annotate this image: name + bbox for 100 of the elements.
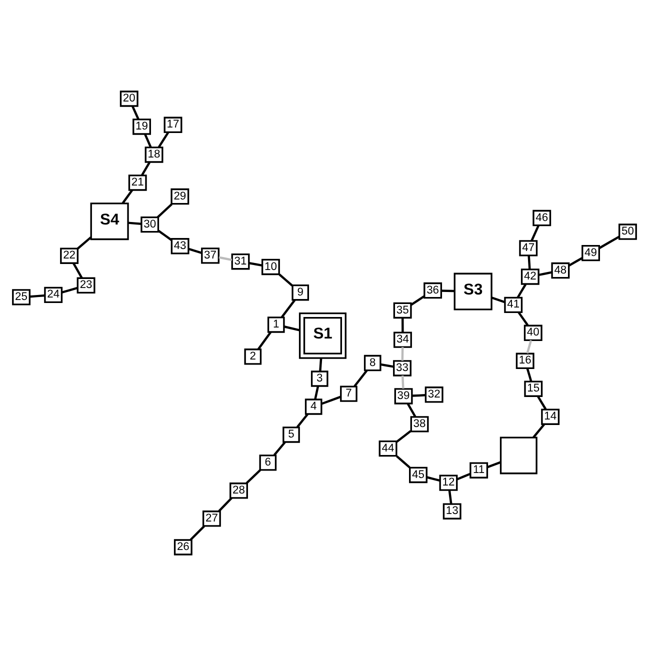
connector bbox=[132, 106, 140, 120]
connector bbox=[30, 294, 45, 298]
node-box: 47 bbox=[519, 240, 538, 256]
connector bbox=[486, 461, 501, 468]
connector bbox=[401, 376, 404, 389]
connector bbox=[190, 525, 205, 541]
connector bbox=[530, 225, 540, 242]
node-box: 25 bbox=[12, 289, 31, 306]
node-box: S1 bbox=[298, 312, 346, 359]
node-box: 1 bbox=[267, 316, 285, 333]
connector bbox=[273, 441, 286, 456]
node-box: 22 bbox=[60, 248, 79, 264]
node-box: 17 bbox=[164, 116, 182, 133]
connector bbox=[354, 370, 368, 388]
node-box: 35 bbox=[393, 302, 412, 319]
node-box: 5 bbox=[282, 426, 300, 443]
connector bbox=[568, 257, 583, 267]
connector bbox=[598, 236, 620, 250]
node-box: 10 bbox=[261, 258, 280, 276]
node-box: 30 bbox=[140, 216, 160, 233]
connector bbox=[380, 363, 394, 368]
connector bbox=[72, 262, 83, 279]
node-box: 11 bbox=[470, 462, 488, 478]
connector bbox=[491, 296, 506, 304]
node-box: 14 bbox=[541, 408, 560, 425]
node-box: 12 bbox=[439, 474, 458, 491]
connector bbox=[526, 368, 532, 382]
node-box: 44 bbox=[378, 440, 398, 457]
connector bbox=[516, 284, 527, 298]
connector bbox=[518, 312, 529, 326]
connector bbox=[144, 134, 152, 148]
node-box: 8 bbox=[364, 354, 382, 372]
connector bbox=[441, 290, 455, 292]
node-box: 39 bbox=[394, 388, 413, 404]
connector bbox=[249, 262, 262, 267]
connector bbox=[396, 430, 412, 443]
connector bbox=[218, 256, 232, 262]
node-box: S3 bbox=[454, 272, 492, 310]
node-box: 48 bbox=[551, 262, 570, 279]
connector bbox=[456, 472, 471, 480]
connector bbox=[426, 476, 440, 482]
connector bbox=[61, 286, 78, 294]
node-box: 29 bbox=[170, 188, 190, 205]
node-box: 46 bbox=[532, 210, 552, 226]
node-box: 37 bbox=[201, 248, 220, 264]
connector bbox=[284, 326, 300, 332]
connector bbox=[218, 497, 232, 512]
node-box: 19 bbox=[132, 118, 151, 135]
node-box: 41 bbox=[504, 296, 523, 314]
node-box: 15 bbox=[524, 380, 543, 397]
node-box: 23 bbox=[76, 277, 96, 294]
node-box: 38 bbox=[410, 416, 429, 432]
node-box: 24 bbox=[44, 286, 63, 304]
node-box: 50 bbox=[618, 224, 637, 240]
connector bbox=[156, 203, 173, 218]
node-box: 20 bbox=[120, 90, 138, 107]
connector bbox=[76, 236, 92, 250]
node-box bbox=[500, 436, 538, 474]
connector bbox=[396, 455, 410, 468]
connector bbox=[536, 396, 547, 410]
connector bbox=[532, 424, 546, 438]
node-box: 21 bbox=[128, 174, 147, 191]
connector bbox=[406, 403, 416, 418]
connector bbox=[448, 490, 452, 504]
connector bbox=[257, 331, 272, 350]
node-box: 13 bbox=[442, 503, 462, 520]
node-box: 43 bbox=[170, 238, 190, 254]
node-box: 2 bbox=[244, 348, 262, 365]
node-box: 27 bbox=[202, 510, 221, 527]
node-box: 7 bbox=[340, 386, 358, 402]
connector bbox=[402, 318, 404, 332]
node-box: 28 bbox=[230, 482, 248, 499]
node-box: 45 bbox=[409, 466, 428, 484]
connector bbox=[526, 340, 532, 354]
node-box: 4 bbox=[304, 398, 322, 415]
connector bbox=[158, 132, 170, 148]
node-box: 9 bbox=[292, 284, 310, 301]
connector bbox=[122, 189, 134, 204]
connector bbox=[528, 255, 531, 270]
node-box: 18 bbox=[144, 146, 164, 163]
node-box: 36 bbox=[424, 282, 442, 299]
connector bbox=[319, 358, 322, 372]
node-box: 42 bbox=[520, 268, 540, 285]
connector bbox=[128, 222, 142, 225]
connector bbox=[321, 396, 341, 405]
node-box: 6 bbox=[259, 454, 277, 471]
node-box: 3 bbox=[310, 370, 328, 387]
connector bbox=[280, 299, 296, 318]
node-box: 40 bbox=[524, 324, 542, 342]
node-box: 16 bbox=[516, 352, 534, 369]
node-box: 49 bbox=[582, 244, 600, 262]
node-box: S4 bbox=[90, 202, 129, 240]
connector bbox=[538, 271, 552, 276]
connector bbox=[278, 274, 293, 286]
node-box: 34 bbox=[394, 332, 412, 348]
connector bbox=[412, 394, 426, 397]
connector bbox=[314, 386, 320, 400]
node-box: 32 bbox=[424, 386, 444, 403]
connector bbox=[158, 230, 172, 241]
connector bbox=[296, 413, 309, 428]
